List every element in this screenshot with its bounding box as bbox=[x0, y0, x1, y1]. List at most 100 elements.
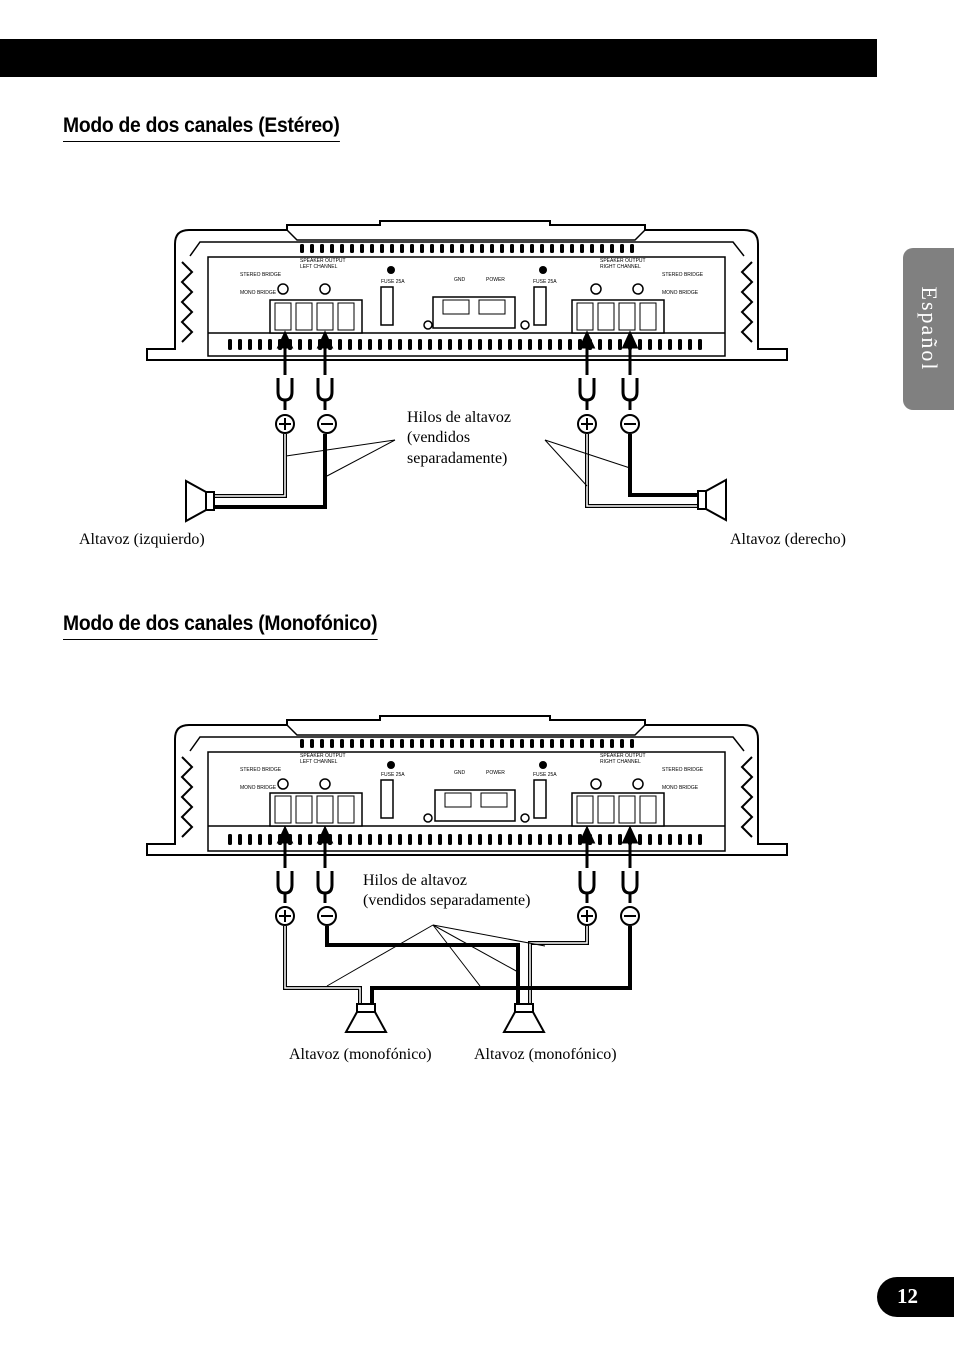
speaker-mono-1-label: Altavoz (monofónico) bbox=[289, 1046, 432, 1063]
vent-slot bbox=[678, 339, 682, 350]
vent-slot bbox=[538, 834, 542, 845]
vent-slot bbox=[438, 339, 442, 350]
vent-slot bbox=[530, 244, 534, 253]
vent-slot bbox=[698, 339, 702, 350]
vent-slot bbox=[630, 739, 634, 748]
vent-slot bbox=[460, 739, 464, 748]
vent-slot bbox=[490, 244, 494, 253]
vent-slot bbox=[508, 339, 512, 350]
vent-slot bbox=[388, 339, 392, 350]
vent-slot bbox=[368, 339, 372, 350]
vent-slot bbox=[298, 834, 302, 845]
spade-connectors bbox=[276, 871, 639, 903]
vent-slot bbox=[440, 244, 444, 253]
vent-slot bbox=[438, 834, 442, 845]
vent-slot bbox=[568, 834, 572, 845]
vent-slot bbox=[548, 834, 552, 845]
vent-slot bbox=[688, 834, 692, 845]
vent-slot bbox=[298, 339, 302, 350]
vent-slot bbox=[358, 339, 362, 350]
vent-slot bbox=[390, 244, 394, 253]
vent-slot bbox=[500, 244, 504, 253]
svg-text:POWER: POWER bbox=[486, 277, 505, 283]
svg-text:POWER: POWER bbox=[486, 770, 505, 776]
vent-slot bbox=[238, 339, 242, 350]
svg-text:SPEAKER OUTPUT: SPEAKER OUTPUT bbox=[600, 753, 646, 759]
vent-slot bbox=[678, 834, 682, 845]
vent-slot bbox=[380, 739, 384, 748]
svg-text:RIGHT CHANNEL: RIGHT CHANNEL bbox=[600, 759, 641, 765]
vent-slot bbox=[620, 739, 624, 748]
vent-slot bbox=[418, 339, 422, 350]
vent-slot bbox=[620, 244, 624, 253]
vent-slot bbox=[480, 739, 484, 748]
speaker-wires bbox=[283, 926, 632, 1008]
vent-slot bbox=[550, 739, 554, 748]
vent-slot bbox=[698, 834, 702, 845]
svg-text:MONO BRIDGE: MONO BRIDGE bbox=[662, 290, 699, 296]
vent-slot bbox=[570, 244, 574, 253]
vent-slot bbox=[448, 339, 452, 350]
speaker-mono-1-icon bbox=[344, 1003, 388, 1033]
vent-slot bbox=[478, 339, 482, 350]
vent-slot bbox=[408, 339, 412, 350]
section-title-stereo: Modo de dos canales (Estéreo) bbox=[63, 114, 340, 142]
vent-slot bbox=[368, 834, 372, 845]
vent-slot bbox=[580, 739, 584, 748]
vent-slot bbox=[388, 834, 392, 845]
stereo-wires-label-line2: (vendidos bbox=[407, 429, 471, 446]
speaker-right-label: Altavoz (derecho) bbox=[730, 531, 846, 548]
vent-slot bbox=[510, 739, 514, 748]
vent-slot bbox=[520, 244, 524, 253]
amplifier-stereo: SPEAKER OUTPUT LEFT CHANNEL SPEAKER OUTP… bbox=[146, 220, 788, 361]
amplifier-mono: SPEAKER OUTPUT LEFT CHANNEL SPEAKER OUTP… bbox=[146, 715, 788, 856]
vent-slot bbox=[320, 739, 324, 748]
vent-slot bbox=[338, 834, 342, 845]
vent-slot bbox=[448, 834, 452, 845]
vent-slot bbox=[310, 244, 314, 253]
vent-slot bbox=[560, 739, 564, 748]
stereo-wiring-diagram: SPEAKER OUTPUT LEFT CHANNEL SPEAKER OUTP… bbox=[146, 220, 788, 523]
vent-slot bbox=[570, 739, 574, 748]
vent-slot bbox=[268, 834, 272, 845]
stereo-wires-label-line1: Hilos de altavoz bbox=[407, 409, 511, 426]
vent-slot bbox=[378, 339, 382, 350]
svg-text:LEFT CHANNEL: LEFT CHANNEL bbox=[300, 759, 338, 765]
vent-slot bbox=[518, 834, 522, 845]
vent-slot bbox=[580, 244, 584, 253]
vent-slot bbox=[538, 339, 542, 350]
vent-slot bbox=[338, 339, 342, 350]
vent-slot bbox=[540, 739, 544, 748]
svg-text:FUSE 25A: FUSE 25A bbox=[533, 279, 557, 285]
vent-slot bbox=[480, 244, 484, 253]
vent-slot bbox=[498, 834, 502, 845]
vent-slot bbox=[520, 739, 524, 748]
vent-slot bbox=[458, 339, 462, 350]
vent-slot bbox=[350, 739, 354, 748]
vent-slot bbox=[528, 834, 532, 845]
vent-slot bbox=[350, 244, 354, 253]
vent-slot bbox=[558, 834, 562, 845]
stereo-wires-label-line3: separadamente) bbox=[407, 450, 508, 467]
vent-slot bbox=[390, 739, 394, 748]
terminal-arrows bbox=[276, 330, 639, 375]
vent-slot bbox=[308, 339, 312, 350]
vent-slot bbox=[428, 834, 432, 845]
spade-connectors bbox=[276, 378, 639, 410]
vent-slot bbox=[630, 244, 634, 253]
vent-slot bbox=[618, 834, 622, 845]
vent-slot bbox=[608, 339, 612, 350]
vent-slot bbox=[568, 339, 572, 350]
vent-slot bbox=[258, 834, 262, 845]
vent-slot bbox=[348, 339, 352, 350]
vent-slot bbox=[518, 339, 522, 350]
svg-text:STEREO BRIDGE: STEREO BRIDGE bbox=[662, 272, 704, 278]
vent-slot bbox=[470, 244, 474, 253]
svg-text:FUSE 25A: FUSE 25A bbox=[381, 772, 405, 778]
vent-slot bbox=[618, 339, 622, 350]
vent-slot bbox=[330, 244, 334, 253]
vent-slot bbox=[398, 339, 402, 350]
vent-slot bbox=[228, 339, 232, 350]
vent-slot bbox=[410, 244, 414, 253]
svg-text:LEFT CHANNEL: LEFT CHANNEL bbox=[300, 264, 338, 270]
